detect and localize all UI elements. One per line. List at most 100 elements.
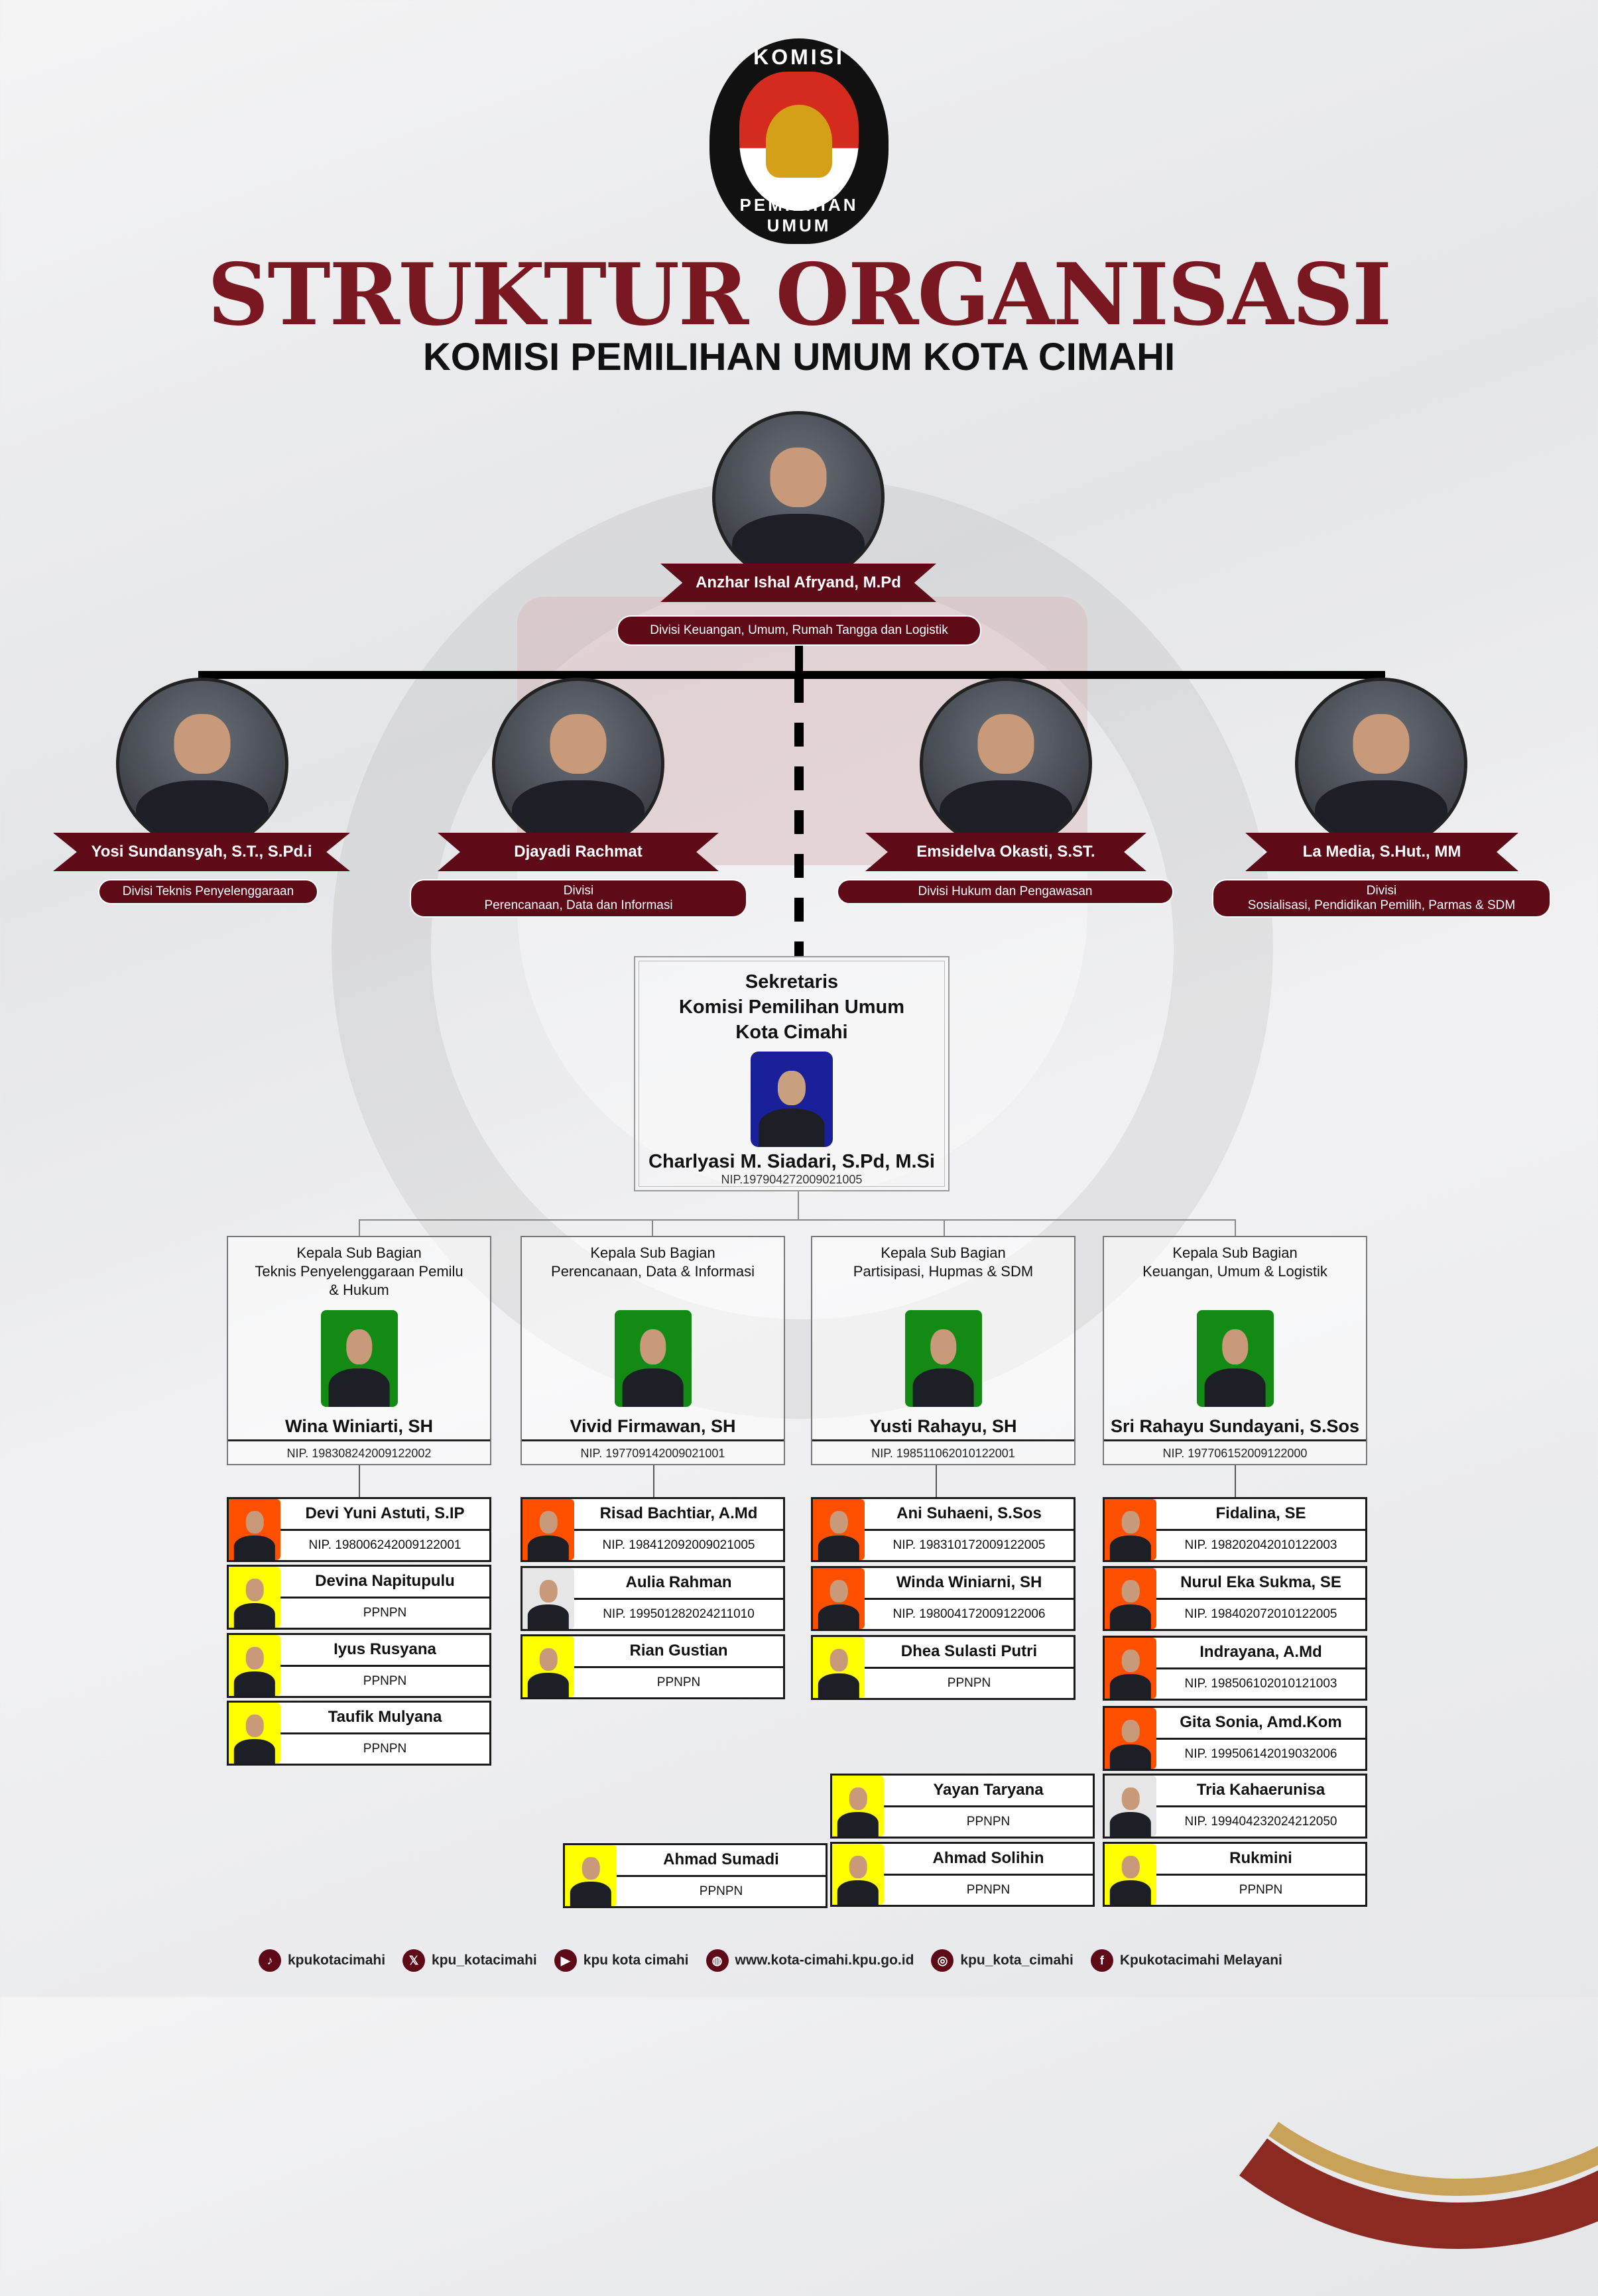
staff-card: Rukmini PPNPN xyxy=(1103,1842,1367,1907)
staff-name: Devi Yuni Astuti, S.IP xyxy=(280,1499,489,1531)
staff-card: Rian Gustian PPNPN xyxy=(521,1634,785,1699)
staff-card: Winda Winiarni, SH NIP. 1980041720091220… xyxy=(811,1566,1076,1631)
social-link[interactable]: ◍www.kota-cimahi.kpu.go.id xyxy=(706,1949,914,1972)
subbagian-name: Yusti Rahayu, SH xyxy=(812,1416,1074,1441)
page-title: STRUKTUR ORGANISASI xyxy=(207,245,1392,345)
social-link[interactable]: ◎kpu_kota_cimahi xyxy=(931,1949,1074,1972)
social-label: Kpukotacimahi Melayani xyxy=(1119,1953,1282,1968)
role-label: Kepala Sub Bagian xyxy=(296,1244,422,1261)
garuda-icon xyxy=(766,105,832,178)
staff-nip: PPNPN xyxy=(363,1741,407,1756)
member-name-ribbon: Yosi Sundansyah, S.T., S.Pd.i xyxy=(53,833,350,871)
staff-nip: NIP. 199404232024212050 xyxy=(1184,1814,1337,1829)
staff-photo xyxy=(813,1499,865,1560)
subbagian-photo xyxy=(1196,1310,1274,1407)
staff-nip: PPNPN xyxy=(966,1814,1011,1829)
staff-card: Aulia Rahman NIP. 199501282024211010 xyxy=(521,1566,785,1631)
staff-card: Ahmad Solihin PPNPN xyxy=(830,1842,1095,1907)
logo-text: PEMILIHAN UMUM xyxy=(739,195,859,235)
staff-nip: PPNPN xyxy=(1239,1882,1283,1897)
role-label: Partisipasi, Hupmas & SDM xyxy=(853,1263,1034,1280)
staff-photo xyxy=(229,1567,280,1628)
connector-line xyxy=(653,1465,654,1497)
member-division: Divisi Teknis Penyelenggaraan xyxy=(98,879,318,904)
staff-photo xyxy=(1105,1708,1156,1769)
division-label: Sosialisasi, Pendidikan Pemilih, Parmas … xyxy=(1247,898,1516,912)
connector-line xyxy=(936,1465,937,1497)
social-label: kpu kota cimahi xyxy=(583,1953,689,1968)
connector-line xyxy=(652,1219,653,1236)
division-label: Perencanaan, Data dan Informasi xyxy=(484,898,673,912)
staff-photo xyxy=(832,1844,884,1905)
staff-nip: NIP. 199506142019032006 xyxy=(1184,1746,1337,1761)
member-photo xyxy=(920,678,1092,850)
staff-card: Tria Kahaerunisa NIP. 199404232024212050 xyxy=(1103,1774,1367,1839)
subbagian-nip: NIP. 197709142009021001 xyxy=(580,1447,725,1460)
staff-nip: NIP. 198202042010122003 xyxy=(1184,1538,1337,1552)
staff-name: Ani Suhaeni, S.Sos xyxy=(865,1499,1074,1531)
subbagian-photo xyxy=(614,1310,692,1407)
subbagian-photo xyxy=(320,1310,398,1407)
staff-card: Taufik Mulyana PPNPN xyxy=(227,1701,491,1766)
staff-nip: PPNPN xyxy=(363,1673,407,1688)
subbagian-nip: NIP. 198511062010122001 xyxy=(871,1447,1015,1460)
staff-name: Ahmad Solihin xyxy=(884,1844,1093,1876)
staff-photo xyxy=(813,1637,865,1698)
staff-card: Fidalina, SE NIP. 198202042010122003 xyxy=(1103,1497,1367,1562)
staff-nip: PPNPN xyxy=(947,1675,991,1690)
staff-nip: NIP. 198506102010121003 xyxy=(1184,1676,1337,1691)
social-link[interactable]: ♪kpukotacimahi xyxy=(259,1949,385,1972)
staff-photo xyxy=(565,1845,617,1906)
staff-nip: NIP. 198310172009122005 xyxy=(892,1538,1046,1552)
staff-name: Iyus Rusyana xyxy=(280,1635,489,1667)
division-label: Divisi xyxy=(563,884,594,898)
role-label: & Hukum xyxy=(329,1282,389,1298)
x-icon: 𝕏 xyxy=(402,1949,426,1972)
role-label: Teknis Penyelenggaraan Pemilu xyxy=(255,1263,463,1280)
chair-name-ribbon: Anzhar Ishal Afryand, M.Pd xyxy=(660,564,936,602)
staff-card: Indrayana, A.Md NIP. 198506102010121003 xyxy=(1103,1636,1367,1701)
secretary-title: Kota Cimahi xyxy=(735,1022,848,1043)
role-label: Kepala Sub Bagian xyxy=(590,1244,715,1261)
subbagian-name: Wina Winiarti, SH xyxy=(228,1416,490,1441)
division-label: Divisi Teknis Penyelenggaraan xyxy=(122,884,294,898)
instagram-icon: ◎ xyxy=(931,1949,954,1972)
staff-card: Devina Napitupulu PPNPN xyxy=(227,1565,491,1630)
role-label: Kepala Sub Bagian xyxy=(1172,1244,1298,1261)
staff-card: Ahmad Sumadi PPNPN xyxy=(563,1843,828,1908)
staff-nip: NIP. 198004172009122006 xyxy=(892,1606,1046,1621)
chair-division: Divisi Keuangan, Umum, Rumah Tangga dan … xyxy=(617,615,981,646)
member-name-ribbon: La Media, S.Hut., MM xyxy=(1245,833,1518,871)
role-label: Perencanaan, Data & Informasi xyxy=(551,1263,755,1280)
staff-name: Taufik Mulyana xyxy=(280,1703,489,1734)
kpu-logo: KOMISI PEMILIHAN UMUM xyxy=(709,38,889,244)
staff-photo xyxy=(1105,1638,1156,1699)
connector-line xyxy=(1235,1465,1236,1497)
staff-card: Devi Yuni Astuti, S.IP NIP. 198006242009… xyxy=(227,1497,491,1562)
role-label: Kepala Sub Bagian xyxy=(881,1244,1006,1261)
social-link[interactable]: f Kpukotacimahi Melayani xyxy=(1090,1949,1282,1972)
secretary-nip: NIP.197904272009021005 xyxy=(721,1173,863,1186)
staff-nip: NIP. 198006242009122001 xyxy=(308,1538,461,1552)
staff-photo xyxy=(229,1499,280,1560)
staff-photo xyxy=(1105,1776,1156,1837)
logo-text: KOMISI xyxy=(753,45,845,69)
staff-nip: NIP. 199501282024211010 xyxy=(603,1606,755,1621)
staff-photo xyxy=(522,1499,574,1560)
member-name-ribbon: Djayadi Rachmat xyxy=(438,833,719,871)
staff-name: Indrayana, A.Md xyxy=(1156,1638,1365,1669)
secretary-title: Komisi Pemilihan Umum xyxy=(678,997,904,1018)
staff-nip: NIP. 198412092009021005 xyxy=(602,1538,755,1552)
facebook-icon: f xyxy=(1090,1949,1113,1972)
dashed-connector xyxy=(794,679,804,956)
staff-name: Rukmini xyxy=(1156,1844,1365,1876)
staff-nip: NIP. 198402072010122005 xyxy=(1184,1606,1337,1621)
member-division: Divisi Hukum dan Pengawasan xyxy=(837,879,1174,904)
social-link[interactable]: ▶kpu kota cimahi xyxy=(554,1949,689,1972)
